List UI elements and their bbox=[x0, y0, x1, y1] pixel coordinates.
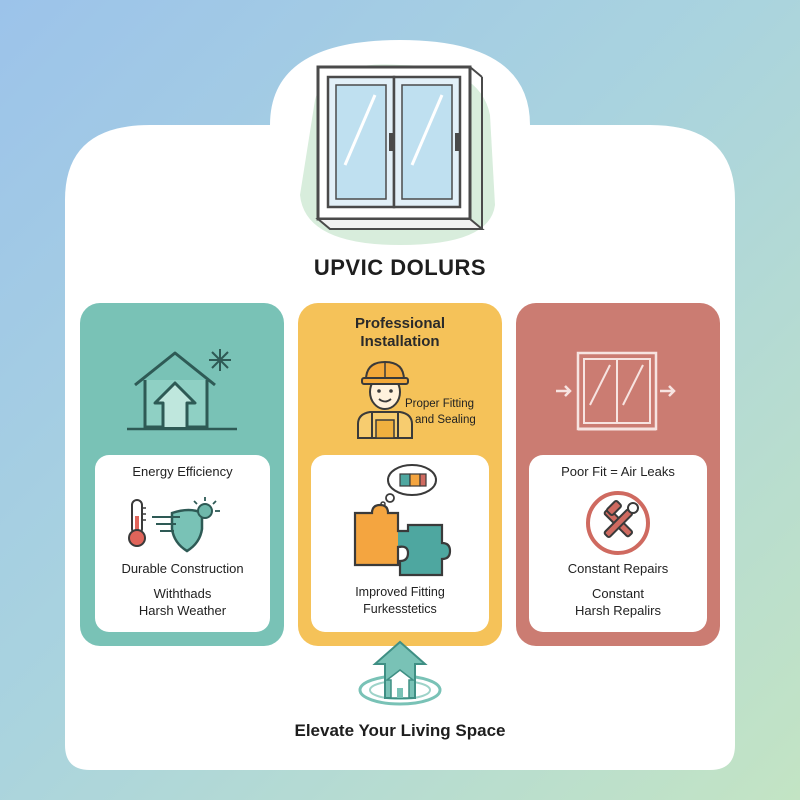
energy-efficiency-label: Energy Efficiency bbox=[132, 464, 233, 479]
improved-fitting-line1: Improved Fitting bbox=[355, 585, 445, 599]
house-snowflake-icon bbox=[127, 349, 237, 431]
constant-repairs-label: Constant Repairs bbox=[567, 561, 669, 576]
installation-title-line2: Installation bbox=[360, 333, 440, 350]
installation-title-line1: Professional bbox=[354, 315, 446, 332]
weather-label-line2: Harsh Weather bbox=[138, 603, 227, 618]
footer-tagline: Elevate Your Living Space bbox=[294, 721, 506, 740]
proper-fitting-line2: and Sealing bbox=[415, 414, 476, 426]
window-arrows-icon bbox=[556, 351, 676, 431]
harsh-repairs-line1: Constant bbox=[591, 586, 645, 601]
poor-fit-label: Poor Fit = Air Leaks bbox=[561, 464, 675, 479]
improved-fitting-line2: Furkesstetics bbox=[363, 602, 437, 616]
rising-house-icon bbox=[358, 640, 442, 706]
shield-wind-icon bbox=[152, 497, 220, 553]
page-title: UPVIC DOLURS bbox=[313, 255, 487, 280]
harsh-repairs-line2: Harsh Repalirs bbox=[575, 603, 661, 618]
proper-fitting-line1: Proper Fitting bbox=[405, 398, 475, 410]
puzzle-icon bbox=[353, 503, 452, 577]
durable-construction-label: Durable Construction bbox=[121, 561, 244, 576]
window-icon bbox=[300, 64, 495, 245]
thermometer-icon bbox=[128, 499, 146, 547]
worker-icon bbox=[357, 360, 413, 439]
puzzle-thought-icon bbox=[380, 464, 437, 507]
weather-label-line1: Withthads bbox=[153, 586, 212, 601]
tools-prohibited-icon bbox=[586, 491, 650, 555]
